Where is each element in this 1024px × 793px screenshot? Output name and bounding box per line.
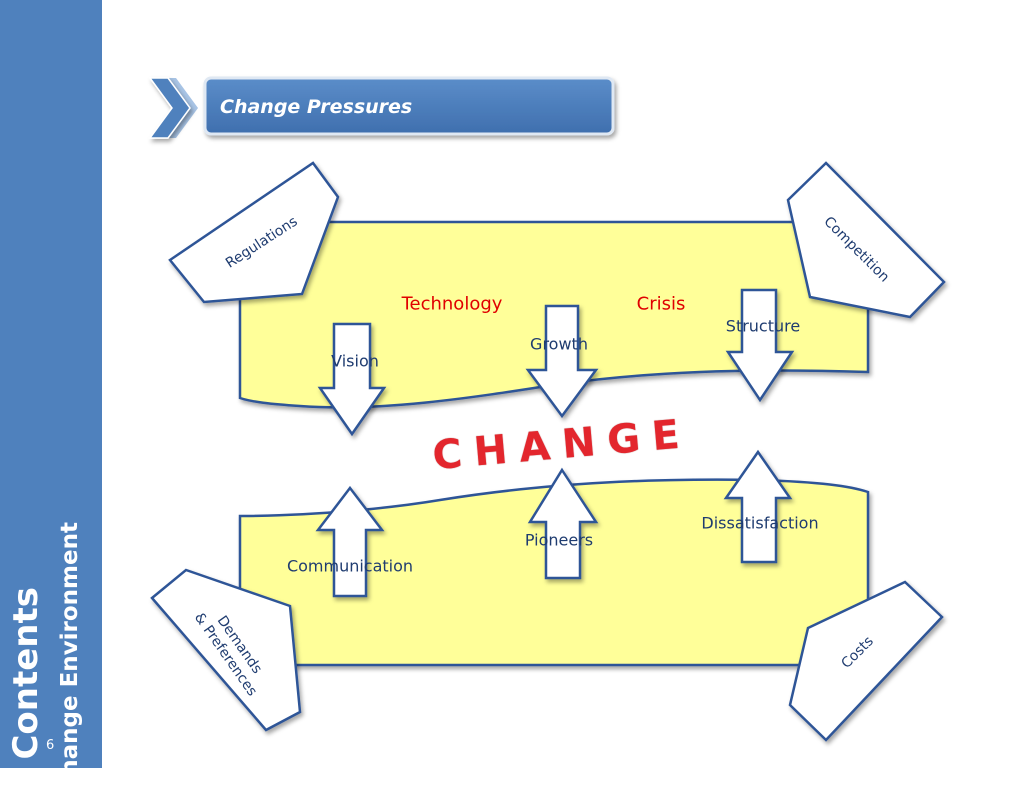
pressure-demands-preferences: [150, 568, 302, 732]
arrow-up-pioneers: [527, 467, 599, 580]
arrow-up-communication: [315, 485, 385, 598]
arrow-up-dissatisfaction: [723, 449, 793, 564]
arrow-down-vision: [317, 322, 387, 437]
label-crisis: Crisis: [636, 293, 686, 315]
slide-heading: Change Pressures: [220, 96, 413, 118]
arrow-down-growth: [525, 304, 599, 419]
pressure-costs: [788, 580, 944, 742]
pressure-regulations: [168, 161, 340, 304]
label-structure: Structure: [725, 316, 801, 336]
arrow-down-structure: [725, 288, 795, 403]
sidebar: Contents Change Environment 6: [0, 0, 102, 793]
label-vision: Vision: [331, 351, 379, 371]
label-communication: Communication: [286, 556, 414, 576]
header-box: [203, 76, 615, 136]
change-diagram: [148, 76, 946, 742]
chevron-icon: [148, 77, 198, 139]
pressure-competition: [786, 161, 946, 319]
label-growth: Growth: [530, 334, 588, 354]
label-technology: Technology: [401, 293, 503, 315]
label-dissatisfaction: Dissatisfaction: [701, 513, 819, 533]
label-pioneers: Pioneers: [524, 530, 594, 550]
page-number: 6: [46, 738, 55, 753]
